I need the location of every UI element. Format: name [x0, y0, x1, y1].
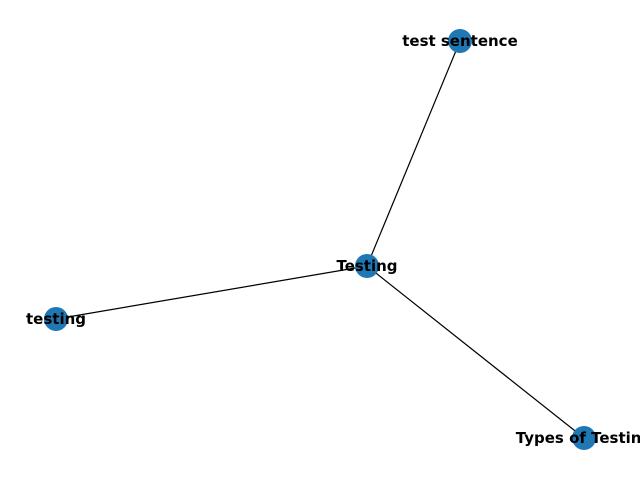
node-testing-leaf: [44, 307, 68, 331]
edge-testing-hub-to-types-of-testing: [366, 265, 585, 439]
node-types-of-testing: [572, 426, 596, 450]
node-label-types-of-testing: Types of Testing: [516, 429, 640, 447]
node-testing-hub: [355, 254, 379, 278]
node-label-testing-hub: Testing: [336, 257, 397, 275]
edge-testing-hub-to-testing-leaf: [55, 265, 368, 320]
node-layer: [44, 29, 596, 450]
edge-layer: [55, 40, 585, 439]
node-label-test-sentence: test sentence: [402, 32, 518, 50]
node-test-sentence: [448, 29, 472, 53]
edge-testing-hub-to-test-sentence: [366, 40, 461, 267]
node-label-testing-leaf: testing: [26, 310, 86, 328]
label-layer: Testing test sentence testing Types of T…: [26, 32, 640, 447]
